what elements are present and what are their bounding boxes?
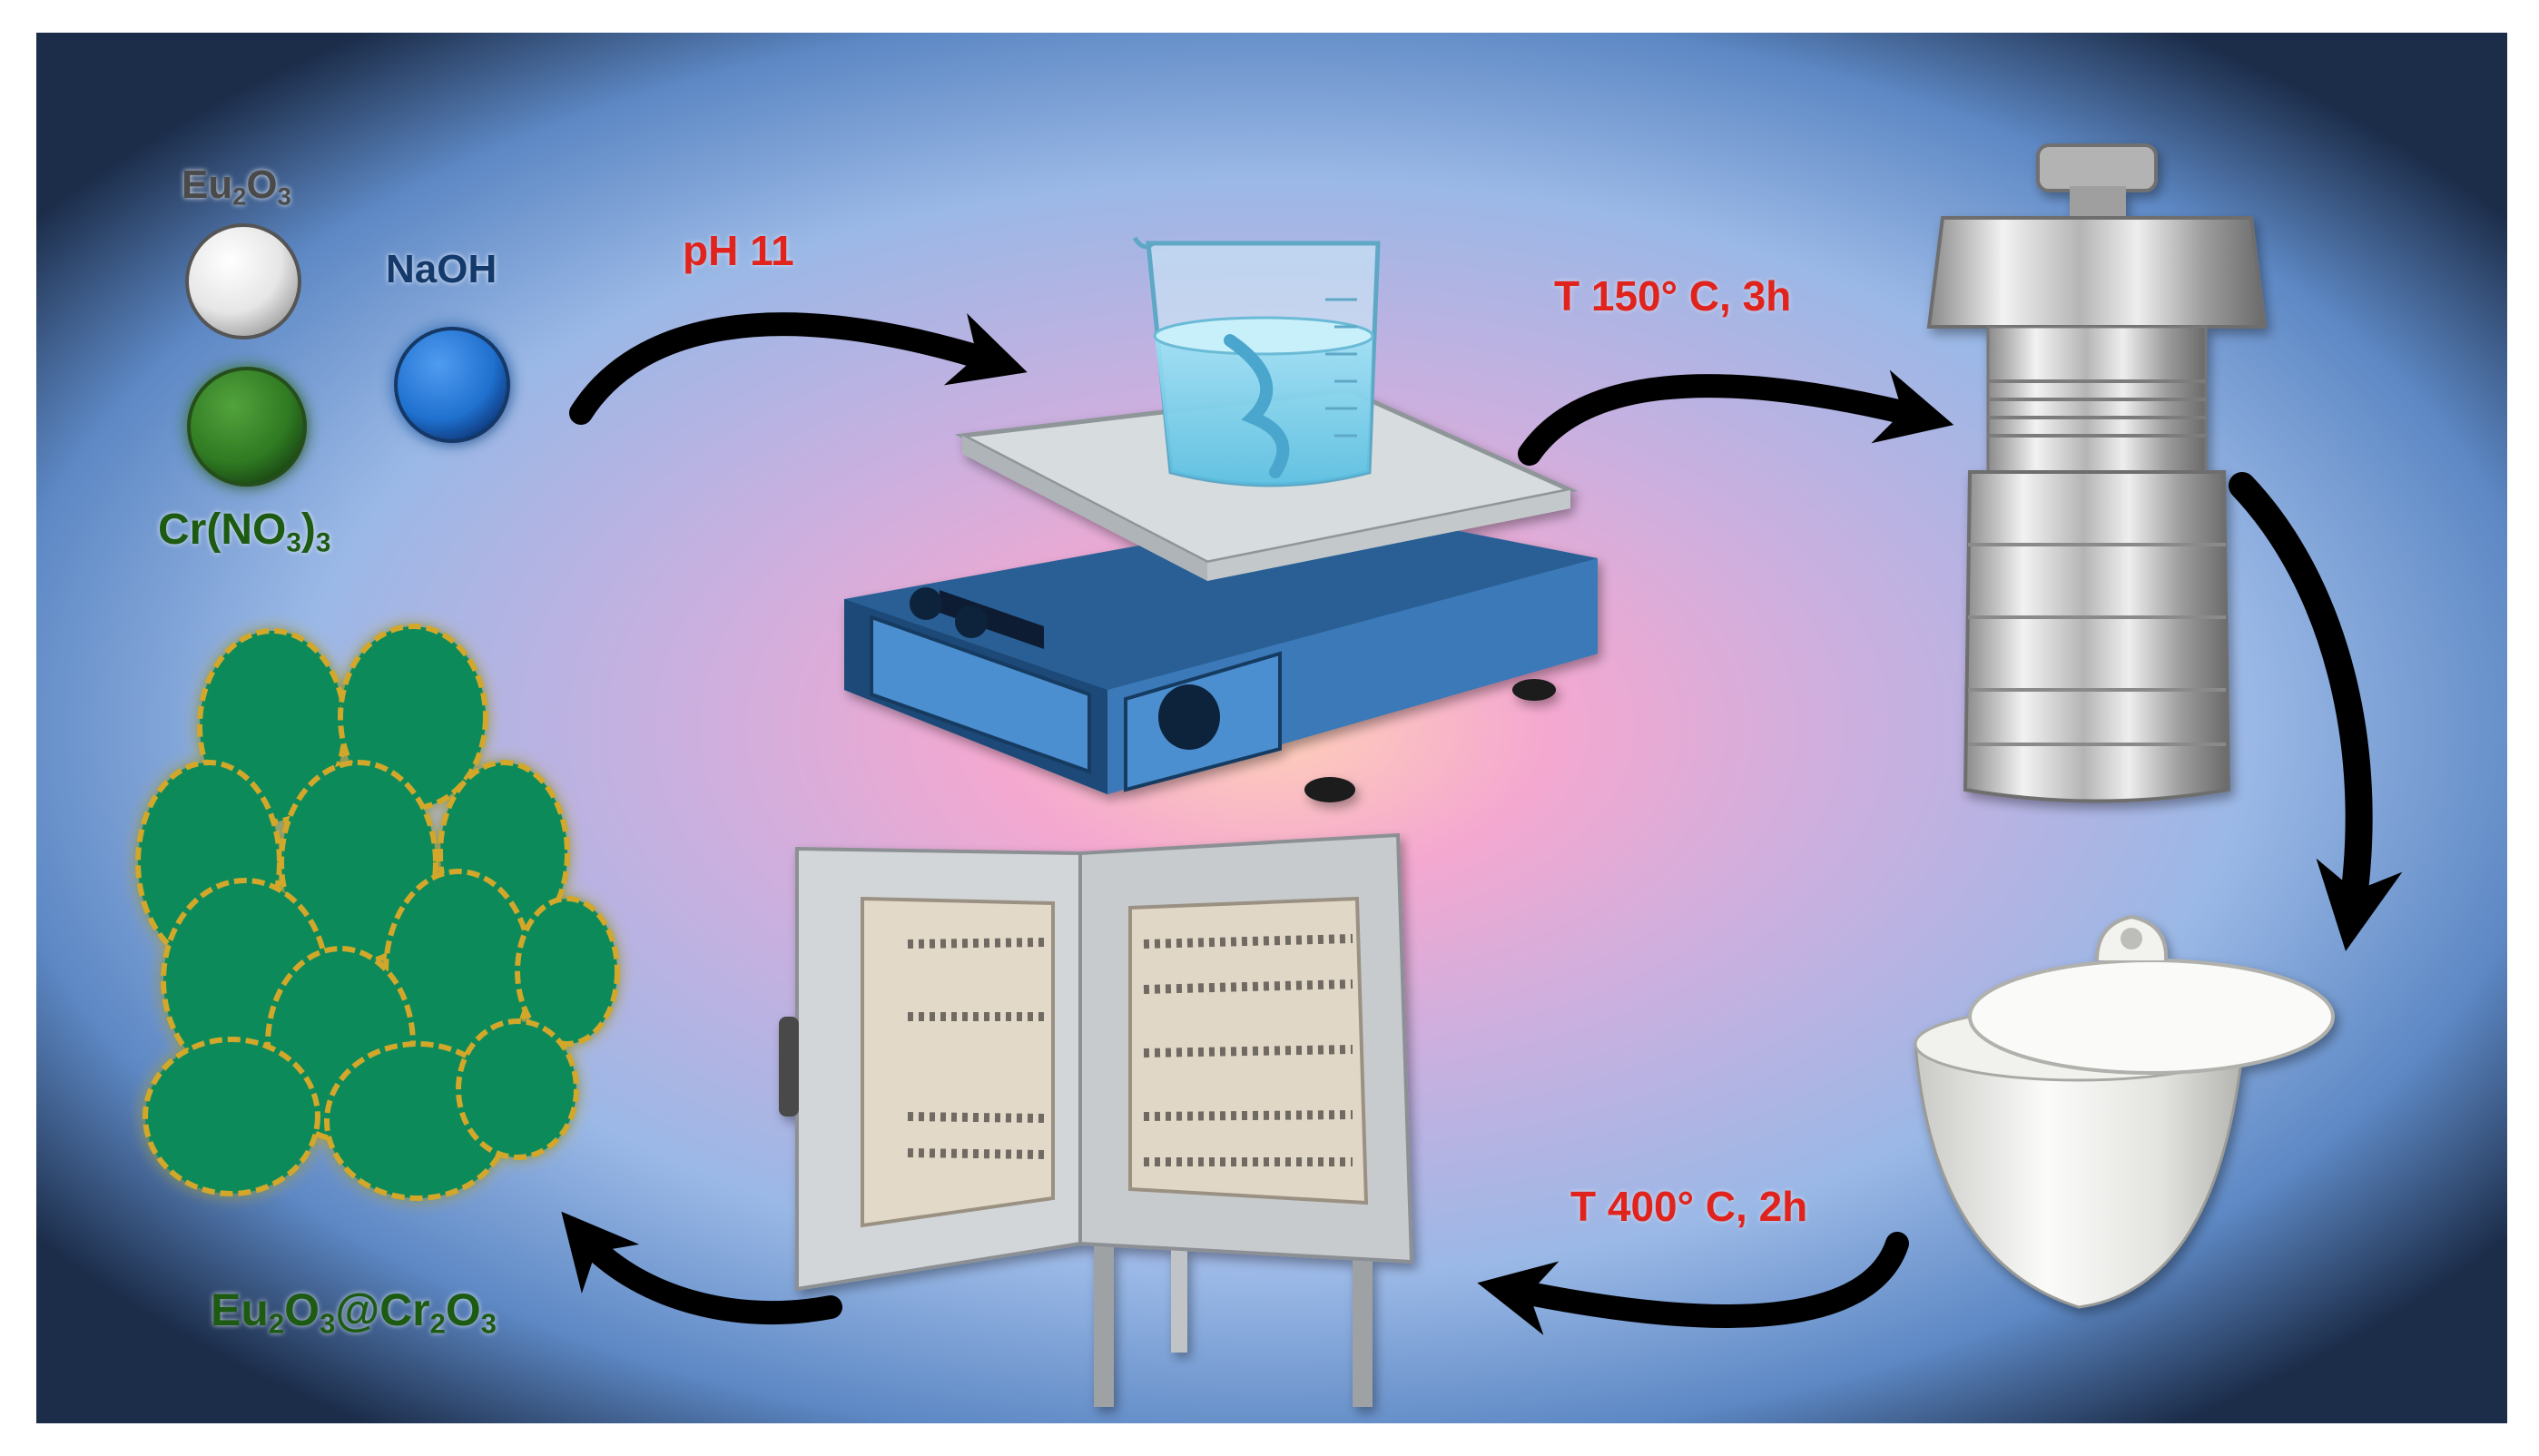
- beaker-icon: [1132, 236, 1381, 487]
- label-naoh: NaOH: [386, 247, 497, 291]
- crucible-icon: [1914, 914, 2335, 1309]
- oven-icon: [779, 832, 1414, 1407]
- label-hydrothermal-condition: T 150° C, 3h: [1554, 272, 1792, 320]
- cr-nitrate-sphere-icon: [187, 367, 307, 487]
- arrow-crucible-to-oven: [1477, 1232, 1909, 1335]
- arrow-autoclave-to-crucible: [2229, 472, 2403, 951]
- reagent-spheres: [185, 223, 510, 487]
- naoh-sphere-icon: [394, 327, 510, 443]
- autoclave-icon: [1926, 143, 2268, 803]
- nanoparticle-cluster-icon: [135, 624, 620, 1201]
- arrow-oven-to-product: [561, 1211, 842, 1325]
- eu2o3-sphere-icon: [185, 223, 301, 339]
- arrow-stirrer-to-autoclave: [1518, 369, 1954, 466]
- label-ph-condition: pH 11: [683, 227, 794, 274]
- label-calcination-condition: T 400° C, 2h: [1570, 1183, 1808, 1230]
- label-product: Eu2O3@Cr2O3: [211, 1284, 497, 1340]
- process-arrows: [561, 312, 2403, 1335]
- label-cr-nitrate: Cr(NO3)3: [158, 506, 331, 558]
- arrow-reagents-to-stirrer: [569, 312, 1028, 425]
- label-eu2o3: Eu2O3: [182, 162, 291, 211]
